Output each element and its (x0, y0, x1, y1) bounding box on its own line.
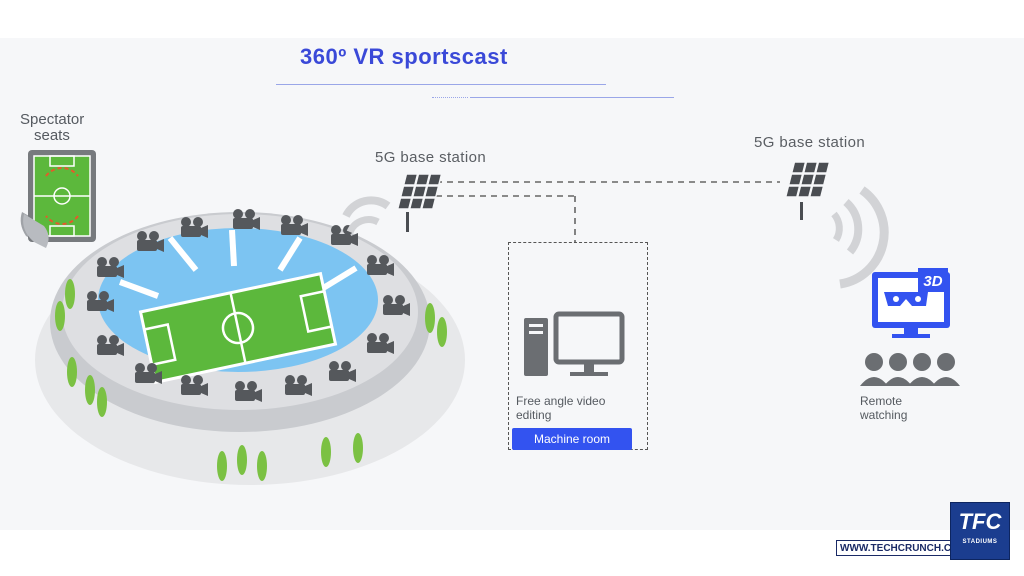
camera-icon (97, 257, 124, 278)
editing-label: Free angle video editing (516, 394, 605, 422)
camera-icon (367, 333, 394, 354)
camera-icon (137, 231, 164, 252)
tree-icon (67, 357, 77, 387)
tree-icon (353, 433, 363, 463)
tree-icon (257, 451, 267, 481)
computer-icon (524, 311, 625, 376)
title-underline-dotted (432, 97, 468, 98)
tree-icon (437, 317, 447, 347)
tree-icon (217, 451, 227, 481)
watermark-url: WWW.TECHCRUNCH.CO (836, 540, 954, 556)
station-left-label: 5G base station (375, 149, 487, 166)
editing-label-line2: editing (516, 408, 552, 422)
camera-icon (367, 255, 394, 276)
logo-text: TFC (958, 509, 1002, 534)
football-pitch (138, 271, 338, 385)
spectator-tablet-icon (20, 150, 96, 248)
tree-icon (425, 303, 435, 333)
camera-icon (97, 335, 124, 356)
tree-icon (85, 375, 95, 405)
tree-icon (97, 387, 107, 417)
station-right-label: 5G base station (754, 134, 866, 151)
stadium-illustration (35, 212, 465, 485)
tree-icon (237, 445, 247, 475)
audience-icon (860, 353, 960, 386)
spectator-label-line2: seats (34, 127, 70, 144)
tv-badge-bg (918, 268, 948, 292)
spectator-label: Spectator seats (20, 112, 84, 144)
logo-subtext: STADIUMS (962, 539, 998, 545)
camera-icon (181, 217, 208, 238)
remote-label: Remote watching (860, 394, 907, 422)
antenna-icon-right (784, 161, 889, 289)
remote-label-line1: Remote (860, 394, 903, 408)
remote-label-line2: watching (860, 408, 908, 422)
camera-icon (181, 375, 208, 396)
tree-icon (65, 279, 75, 309)
tree-icon (321, 437, 331, 467)
network-links (425, 181, 780, 242)
stand-dividers (118, 229, 358, 299)
tree-icon (55, 301, 65, 331)
camera-icon (233, 209, 260, 230)
camera-icon (235, 381, 262, 402)
camera-icon (329, 361, 356, 382)
camera-icon (383, 295, 410, 316)
page-title: 360º VR sportscast (300, 44, 508, 69)
editing-label-line1: Free angle video (516, 394, 606, 408)
tfc-logo: TFC STADIUMS (950, 502, 1010, 560)
tv-badge-text: 3D (923, 273, 942, 290)
camera-icon (331, 225, 358, 246)
trees (55, 279, 447, 481)
antenna-icon-left (342, 173, 443, 234)
title-underline (276, 84, 606, 85)
camera-icon (135, 363, 162, 384)
spectator-label-line1: Spectator (20, 111, 85, 128)
machine-room-button[interactable]: Machine room (512, 428, 632, 450)
tv-3d-icon: 3D (872, 268, 950, 338)
camera-icon (281, 215, 308, 236)
camera-icon (285, 375, 312, 396)
title-underline-secondary (470, 97, 674, 98)
camera-ring (87, 209, 410, 402)
camera-icon (87, 291, 114, 312)
